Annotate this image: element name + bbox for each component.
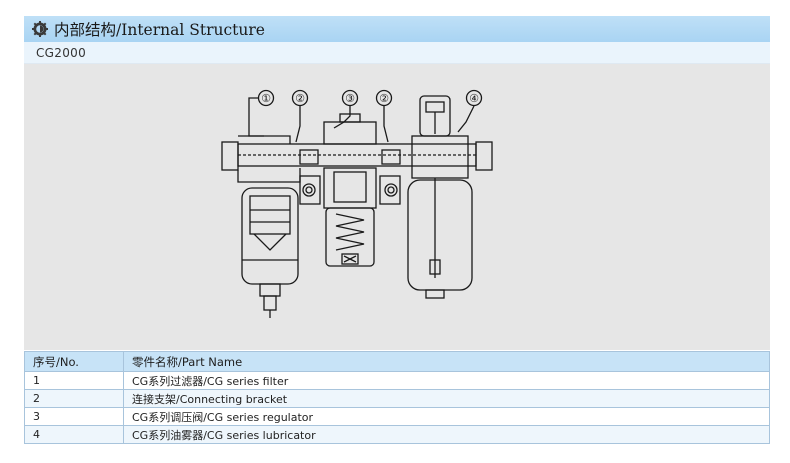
- filter-body: [237, 135, 301, 183]
- callout-1-circle: [257, 89, 275, 107]
- structure-diagram: ① ② ③ ② ④: [221, 89, 493, 318]
- callout-2a-circle: [291, 89, 309, 107]
- lubricator-body: [411, 135, 469, 179]
- cell-part-name: CG系列油雾器/CG series lubricator: [123, 425, 770, 444]
- callout-4-circle: [465, 89, 483, 107]
- parts-table: 序号/No. 零件名称/Part Name 1 CG系列过滤器/CG serie…: [24, 351, 770, 444]
- callout-3-circle: [341, 89, 359, 107]
- section-title: 内部结构/Internal Structure: [54, 21, 265, 39]
- callout-2b-circle: [375, 89, 393, 107]
- leader-3: [333, 106, 351, 129]
- regulator-top: [323, 121, 377, 145]
- bracket-left: [299, 149, 319, 165]
- column-header-no: 序号/No.: [24, 351, 124, 372]
- cell-no: 1: [24, 371, 124, 390]
- cell-no: 4: [24, 425, 124, 444]
- table-header-row: 序号/No. 零件名称/Part Name: [24, 351, 770, 372]
- callout-2a: ②: [295, 92, 305, 105]
- model-label: CG2000: [36, 45, 87, 60]
- cell-no: 2: [24, 389, 124, 408]
- table-row: 2 连接支架/Connecting bracket: [24, 389, 770, 408]
- gear-icon: [32, 21, 48, 37]
- internal-structure-drawing: ① ② ③ ② ④: [24, 64, 770, 350]
- table-row: 3 CG系列调压阀/CG series regulator: [24, 407, 770, 426]
- callout-1: ①: [261, 92, 271, 105]
- leader-2a: [295, 106, 301, 143]
- model-strip: CG2000: [24, 42, 770, 64]
- cell-part-name: CG系列过滤器/CG series filter: [123, 371, 770, 390]
- table-row: 4 CG系列油雾器/CG series lubricator: [24, 425, 770, 444]
- table-row: 1 CG系列过滤器/CG series filter: [24, 371, 770, 390]
- leader-2b: [383, 106, 389, 143]
- callout-3: ③: [345, 92, 355, 105]
- cell-part-name: CG系列调压阀/CG series regulator: [123, 407, 770, 426]
- cell-part-name: 连接支架/Connecting bracket: [123, 389, 770, 408]
- cell-no: 3: [24, 407, 124, 426]
- regulator-spring-housing: [325, 207, 375, 267]
- section-header: 内部结构/Internal Structure: [24, 16, 770, 42]
- bracket-right: [381, 149, 401, 165]
- callout-4: ④: [469, 92, 479, 105]
- callout-2b: ②: [379, 92, 389, 105]
- column-header-part-name: 零件名称/Part Name: [123, 351, 770, 372]
- leader-4: [457, 105, 475, 133]
